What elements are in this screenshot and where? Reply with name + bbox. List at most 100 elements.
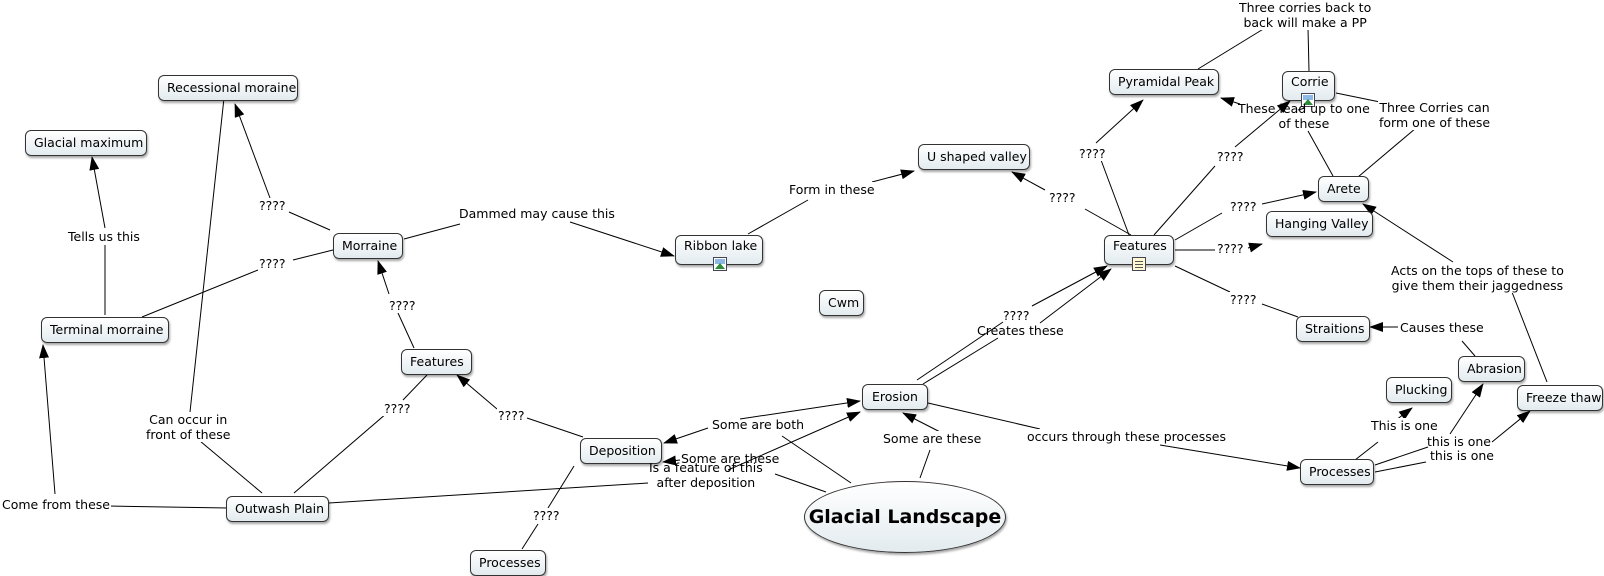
label-creates-these: Creates these [977, 323, 1064, 338]
link-features-to-q-pyr [1100, 159, 1130, 236]
link-erosion-to-occurs [927, 402, 1041, 430]
link-lead-to-pyramidal [1220, 97, 1241, 107]
link-acts-to-arete [1362, 203, 1454, 263]
link-deposition-to-q-processes [547, 465, 575, 509]
link-corrie-to-threecorries [1307, 27, 1310, 72]
link-q-to-pyramidal [1095, 99, 1144, 144]
label-q-pyramidal: ???? [1078, 146, 1107, 161]
link-dammed-to-ribbon [569, 221, 675, 257]
link-someboth-to-erosion [739, 397, 861, 420]
label-q-processes: ???? [532, 508, 561, 523]
link-q-to-features [402, 374, 428, 401]
link-abrasion-to-causes [1461, 340, 1476, 357]
node-arete[interactable]: Arete [1318, 176, 1369, 202]
node-deposition[interactable]: Deposition [580, 438, 662, 464]
label-tells-us: Tells us this [67, 229, 141, 244]
link-q-to-hanging [1247, 242, 1263, 253]
corrie-image-icon[interactable] [1301, 93, 1315, 107]
link-freeze-label-to-freeze [1491, 410, 1531, 443]
label-q-u-valley: ???? [1048, 190, 1077, 205]
link-label-to-erosion [727, 411, 861, 471]
ribbon-lake-image-icon[interactable] [713, 257, 727, 271]
link-pyramidal-to-threecorries [1197, 27, 1266, 70]
node-erosion[interactable]: Erosion [862, 384, 928, 410]
node-processes-bottom[interactable]: Processes [470, 550, 546, 576]
link-q-recessional-to-recessional [234, 103, 271, 199]
node-outwash-plain[interactable]: Outwash Plain [226, 496, 329, 522]
link-outwash-to-comefrom [107, 505, 229, 509]
label-some-are-these-right: Some are these [882, 431, 983, 446]
node-abrasion[interactable]: Abrasion [1458, 356, 1525, 382]
node-plucking[interactable]: Plucking [1386, 377, 1452, 403]
label-q-erosion-features: ???? [1003, 308, 1030, 323]
label-this-is-one-freeze: this is one [1430, 448, 1495, 463]
link-features-to-q-arete [1174, 212, 1223, 241]
node-straitions[interactable]: Straitions [1296, 316, 1370, 342]
link-deposition-to-q [526, 417, 584, 438]
link-comefrom-to-terminal [39, 344, 56, 495]
link-form-to-uvalley [871, 169, 915, 183]
label-q-hanging: ???? [1216, 241, 1245, 256]
label-these-lead-up: These lead up to one of these [1238, 101, 1370, 131]
link-features-to-q [397, 312, 415, 349]
label-q-terminal: ???? [258, 256, 287, 271]
link-tells-to-glacial-max [89, 156, 106, 229]
node-freeze-thaw[interactable]: Freeze thaw [1517, 385, 1603, 411]
link-q-to-morraine [292, 249, 334, 261]
link-morraine-to-dammed [403, 223, 461, 240]
label-causes-these: Causes these [1399, 320, 1485, 335]
node-hanging-valley[interactable]: Hanging Valley [1266, 211, 1373, 237]
node-glacial-maximum[interactable]: Glacial maximum [25, 130, 147, 156]
link-creates-to-features-right [1039, 268, 1112, 324]
node-glacial-landscape-root[interactable]: Glacial Landscape [804, 481, 1006, 553]
label-three-corries-form: Three Corries can form one of these [1378, 100, 1492, 130]
link-erosion-to-q [916, 321, 1004, 381]
label-q-features-left: ???? [497, 408, 526, 423]
link-root-to-somethese-left [774, 473, 827, 493]
label-acts-on-tops: Acts on the tops of these to give them t… [1390, 263, 1565, 293]
link-features-to-q-straitions [1174, 265, 1231, 293]
link-outwash-to-q [293, 412, 388, 494]
features-document-icon[interactable] [1132, 257, 1146, 271]
node-recessional-moraine[interactable]: Recessional moraine [158, 75, 298, 101]
label-can-occur: Can occur in front of these [145, 412, 232, 442]
label-q-recessional: ???? [258, 198, 287, 213]
label-feature-after: Is a feature of this after deposition [649, 460, 763, 490]
label-come-from: Come from these [1, 497, 111, 512]
link-q-to-processes [521, 523, 539, 550]
link-erosion-to-creates [922, 337, 999, 385]
label-this-is-one-plucking: This is one [1370, 418, 1439, 433]
link-q-to-arete [1261, 189, 1317, 205]
node-u-shaped-valley[interactable]: U shaped valley [918, 144, 1030, 170]
link-corrie-to-threeform [1335, 92, 1381, 103]
link-processes-to-freeze-label [1374, 461, 1427, 473]
node-pyramidal-peak[interactable]: Pyramidal Peak [1109, 69, 1219, 95]
link-q-to-morraine2 [377, 260, 390, 295]
link-outwash-to-feature-label [328, 482, 649, 504]
link-corrie-lead-to-label [1297, 107, 1306, 111]
node-features-left[interactable]: Features [401, 349, 472, 375]
label-form-in-these: Form in these [788, 182, 876, 197]
link-q-to-uvalley [1011, 171, 1046, 191]
link-root-to-someboth [781, 435, 852, 484]
label-this-is-one-abrasion: this is one [1427, 434, 1492, 449]
node-cwm[interactable]: Cwm [819, 290, 864, 316]
link-threeform-to-arete [1357, 127, 1417, 178]
label-some-are-both: Some are both [712, 417, 805, 432]
label-q-outwash: ???? [383, 401, 412, 416]
link-canoccur-to-recessional [189, 97, 225, 413]
link-abrasion-label-to-abrasion [1449, 383, 1484, 435]
link-q-straitions-to-straitions [1261, 303, 1299, 318]
node-processes-right[interactable]: Processes [1300, 459, 1374, 485]
node-terminal-morraine[interactable]: Terminal morraine [41, 317, 169, 343]
node-morraine[interactable]: Morraine [333, 233, 403, 259]
link-occurs-to-processes [1159, 444, 1301, 471]
link-features-to-q-corrie [1153, 165, 1216, 236]
link-terminal-to-q [141, 269, 259, 318]
link-ribbon-to-form [747, 199, 809, 235]
label-q-corrie: ???? [1216, 149, 1245, 164]
link-somethese-left-to-deposition [662, 455, 681, 466]
label-occurs-through: occurs through these processes [1026, 429, 1227, 444]
link-root-to-somethese-right [919, 449, 931, 479]
